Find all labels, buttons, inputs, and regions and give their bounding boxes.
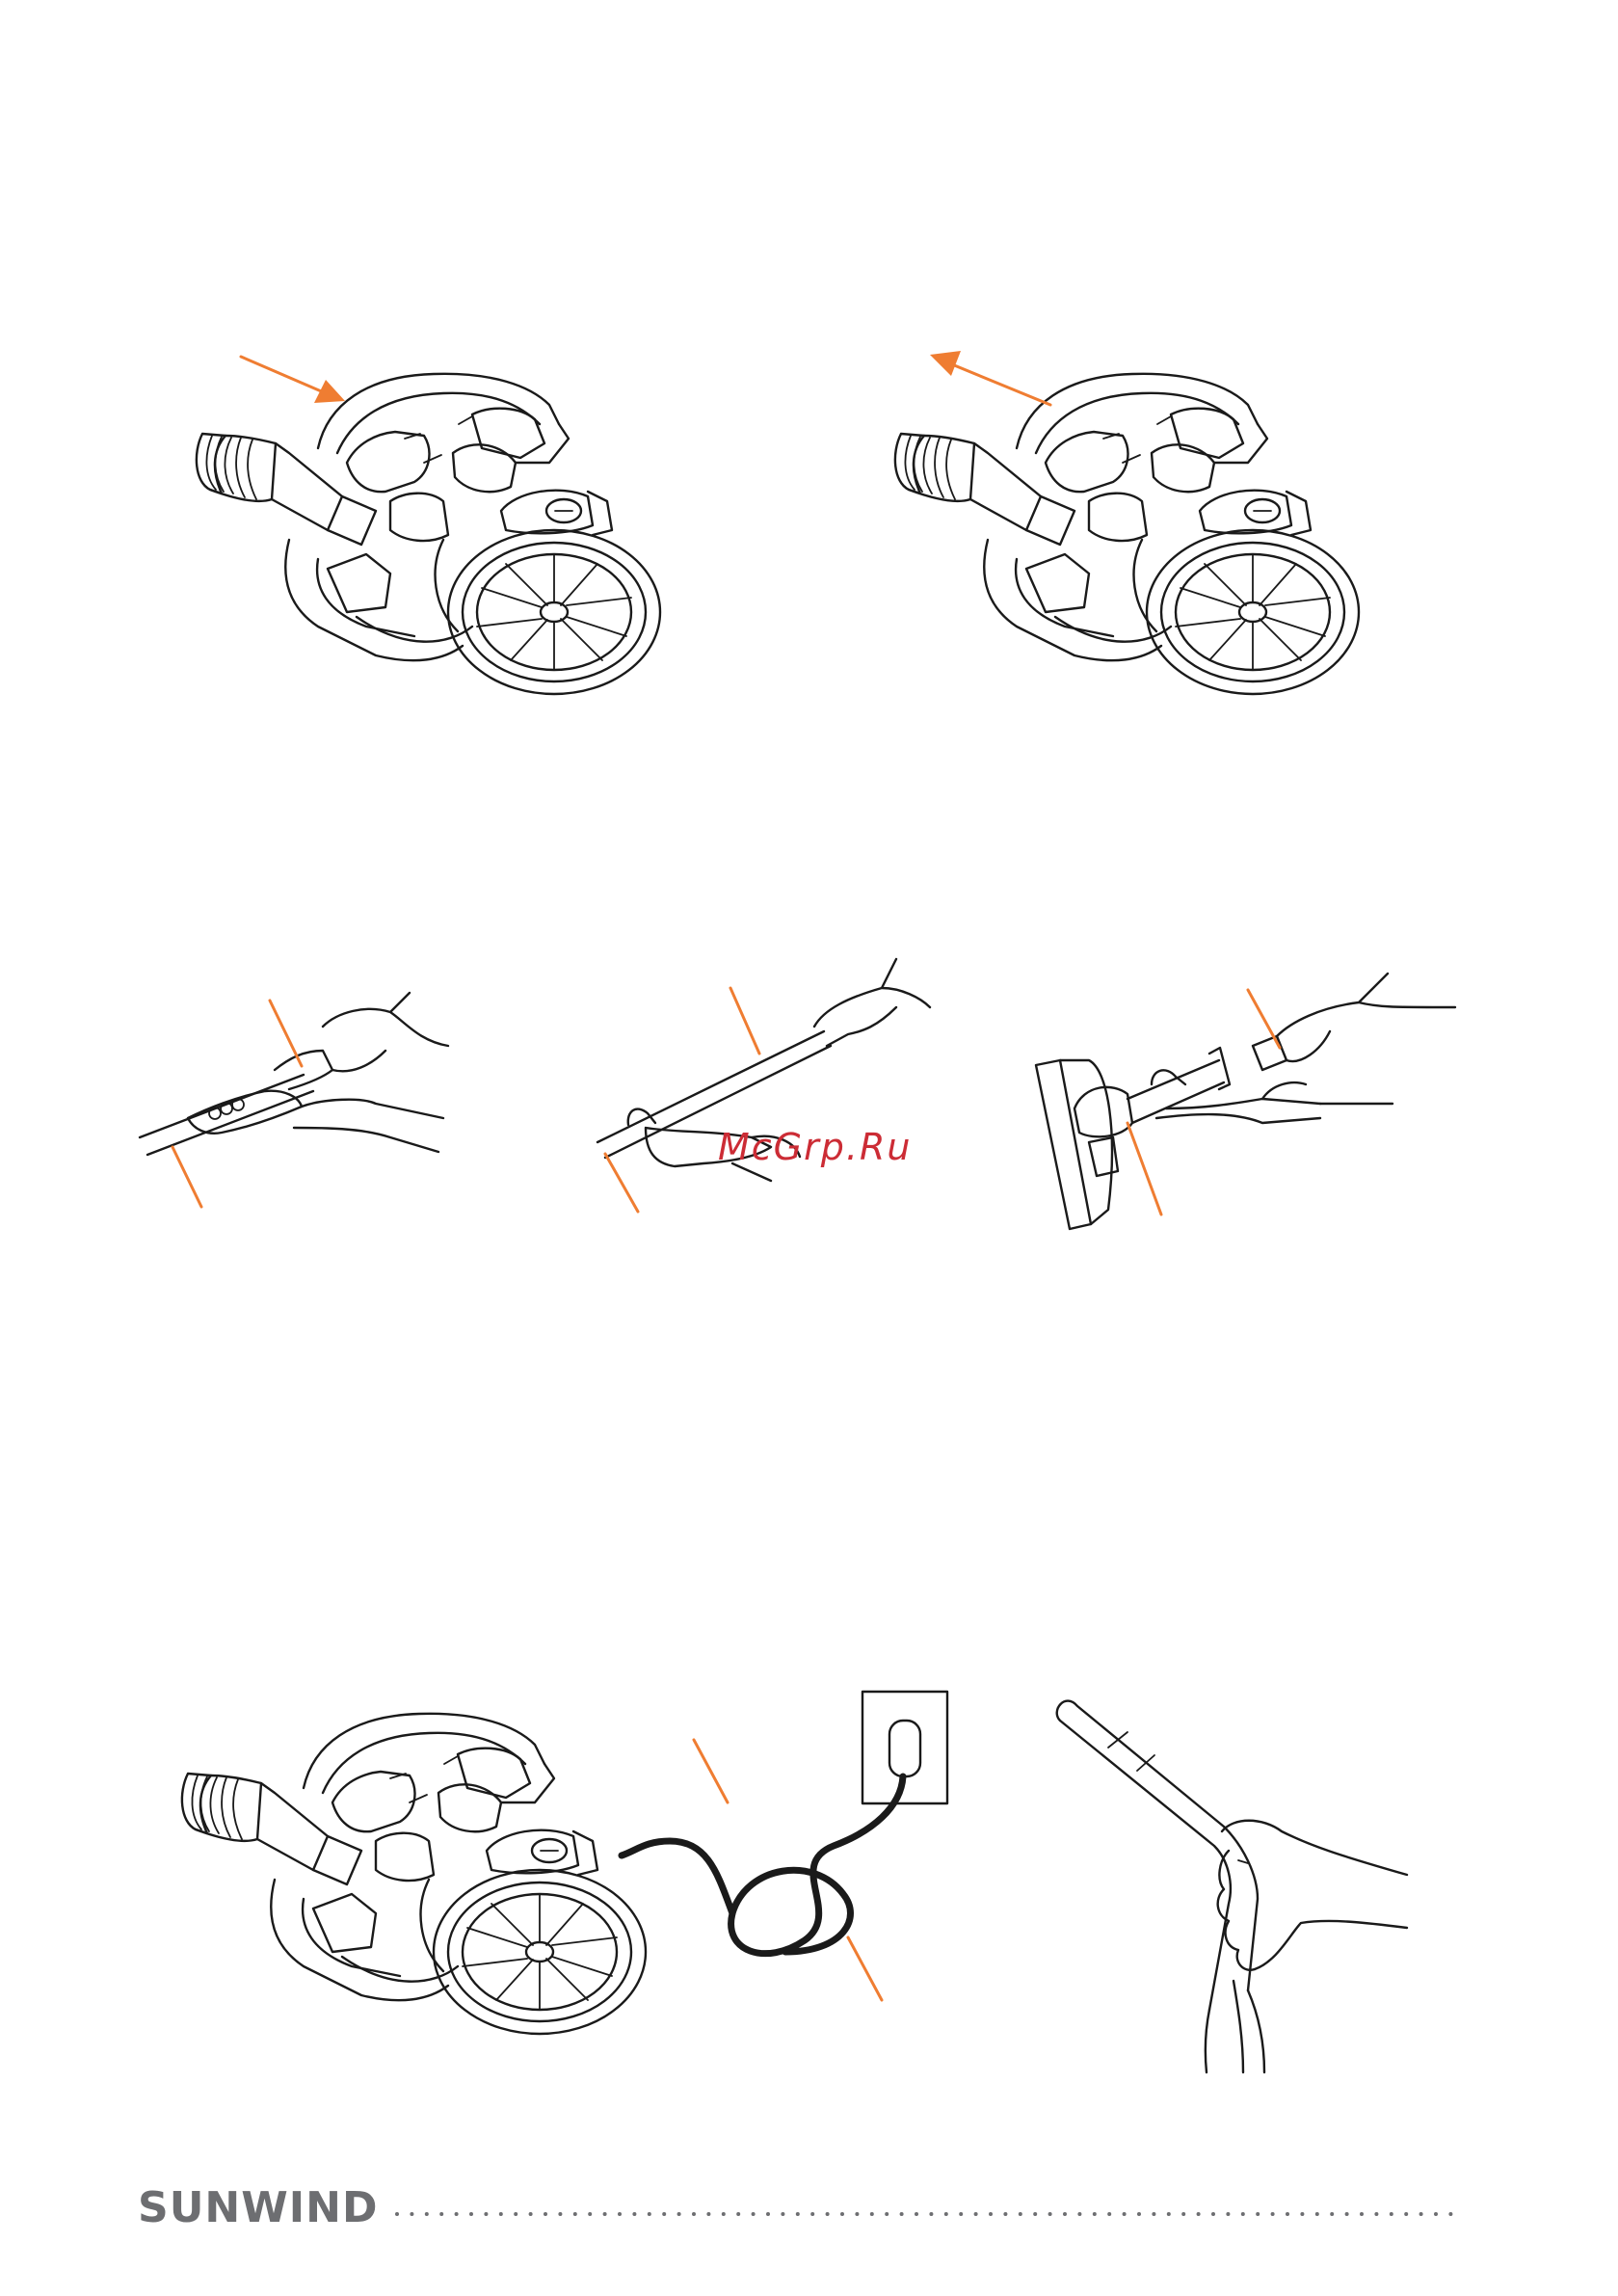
footer-dot bbox=[1271, 2212, 1275, 2216]
footer-dot bbox=[410, 2212, 413, 2216]
footer-dot bbox=[1019, 2212, 1022, 2216]
footer-dot bbox=[810, 2212, 814, 2216]
footer-dot bbox=[1434, 2212, 1438, 2216]
vacuum-cleaner-icon bbox=[197, 374, 660, 694]
footer: SUNWIND bbox=[138, 2183, 1458, 2241]
footer-dot bbox=[900, 2212, 904, 2216]
footer-dot bbox=[514, 2212, 517, 2216]
vacuum-cleaner-icon bbox=[182, 1714, 646, 2034]
footer-dot bbox=[944, 2212, 948, 2216]
footer-dot bbox=[439, 2212, 443, 2216]
footer-dot bbox=[558, 2212, 562, 2216]
vacuum-hose-insert-figure bbox=[183, 347, 742, 733]
footer-dot bbox=[1048, 2212, 1052, 2216]
footer-dot bbox=[1152, 2212, 1155, 2216]
footer-dot bbox=[1137, 2212, 1141, 2216]
footer-dot bbox=[529, 2212, 533, 2216]
vacuum-hose-remove-figure bbox=[882, 347, 1441, 733]
footer-dot bbox=[1107, 2212, 1111, 2216]
footer-dot bbox=[706, 2212, 710, 2216]
vacuum-cleaner-icon bbox=[895, 374, 1359, 694]
footer-dot bbox=[1003, 2212, 1007, 2216]
footer-dot bbox=[989, 2212, 993, 2216]
footer-dot bbox=[692, 2212, 696, 2216]
footer-dot bbox=[573, 2212, 577, 2216]
footer-dot bbox=[1093, 2212, 1097, 2216]
tube-extend-figure bbox=[588, 949, 935, 1219]
footer-dot bbox=[618, 2212, 622, 2216]
footer-dot bbox=[1167, 2212, 1171, 2216]
footer-dot bbox=[662, 2212, 666, 2216]
footer-dot bbox=[677, 2212, 681, 2216]
power-plug-icon bbox=[622, 1692, 947, 1954]
footer-dot bbox=[603, 2212, 607, 2216]
footer-dotted-rule bbox=[393, 2183, 1463, 2241]
footer-dot bbox=[484, 2212, 488, 2216]
hand-hose-icon bbox=[1057, 1701, 1407, 2072]
footer-dot bbox=[1404, 2212, 1408, 2216]
footer-dot bbox=[915, 2212, 918, 2216]
floor-brush-icon bbox=[1036, 974, 1455, 1229]
footer-dot bbox=[796, 2212, 800, 2216]
footer-dot bbox=[855, 2212, 859, 2216]
footer-dot bbox=[766, 2212, 770, 2216]
footer-dot bbox=[1330, 2212, 1334, 2216]
hands-tube-icon bbox=[140, 993, 448, 1155]
footer-dot bbox=[469, 2212, 473, 2216]
footer-dot bbox=[395, 2212, 399, 2216]
footer-dot bbox=[1315, 2212, 1319, 2216]
footer-dot bbox=[544, 2212, 547, 2216]
footer-dot bbox=[1286, 2212, 1289, 2216]
footer-dot bbox=[1390, 2212, 1393, 2216]
footer-dot bbox=[870, 2212, 874, 2216]
footer-dot bbox=[1197, 2212, 1201, 2216]
footer-dot bbox=[722, 2212, 726, 2216]
footer-dot bbox=[1077, 2212, 1081, 2216]
arrow-in-icon bbox=[241, 357, 345, 403]
footer-dot bbox=[1181, 2212, 1185, 2216]
footer-dot bbox=[1033, 2212, 1037, 2216]
footer-dot bbox=[1211, 2212, 1215, 2216]
footer-dot bbox=[1256, 2212, 1260, 2216]
footer-dot bbox=[425, 2212, 429, 2216]
footer-dot bbox=[1360, 2212, 1364, 2216]
footer-dot bbox=[499, 2212, 503, 2216]
footer-dot bbox=[929, 2212, 933, 2216]
footer-dot bbox=[1123, 2212, 1127, 2216]
tube-connect-figure bbox=[130, 983, 458, 1224]
footer-dot bbox=[840, 2212, 844, 2216]
footer-dot bbox=[1419, 2212, 1423, 2216]
footer-dot bbox=[1300, 2212, 1304, 2216]
watermark-text: McGrp.Ru bbox=[718, 1126, 912, 1168]
footer-dot bbox=[974, 2212, 978, 2216]
arrow-out-icon bbox=[930, 351, 1050, 405]
footer-dot bbox=[781, 2212, 784, 2216]
hand-holding-hose-figure bbox=[1050, 1692, 1436, 2077]
footer-dot bbox=[1448, 2212, 1452, 2216]
footer-dot bbox=[455, 2212, 459, 2216]
footer-dot bbox=[648, 2212, 651, 2216]
vacuum-plugged-in-figure bbox=[169, 1682, 968, 2039]
footer-dot bbox=[1374, 2212, 1378, 2216]
footer-dot bbox=[959, 2212, 963, 2216]
brand-logo: SUNWIND bbox=[138, 2183, 379, 2232]
footer-dot bbox=[826, 2212, 830, 2216]
footer-dot bbox=[632, 2212, 636, 2216]
footer-dot bbox=[1345, 2212, 1349, 2216]
brush-attach-figure bbox=[1031, 940, 1474, 1239]
footer-dot bbox=[885, 2212, 889, 2216]
footer-dot bbox=[752, 2212, 756, 2216]
footer-dot bbox=[736, 2212, 740, 2216]
footer-dot bbox=[1063, 2212, 1067, 2216]
footer-dot bbox=[588, 2212, 592, 2216]
footer-dot bbox=[1241, 2212, 1245, 2216]
footer-dot bbox=[1226, 2212, 1230, 2216]
